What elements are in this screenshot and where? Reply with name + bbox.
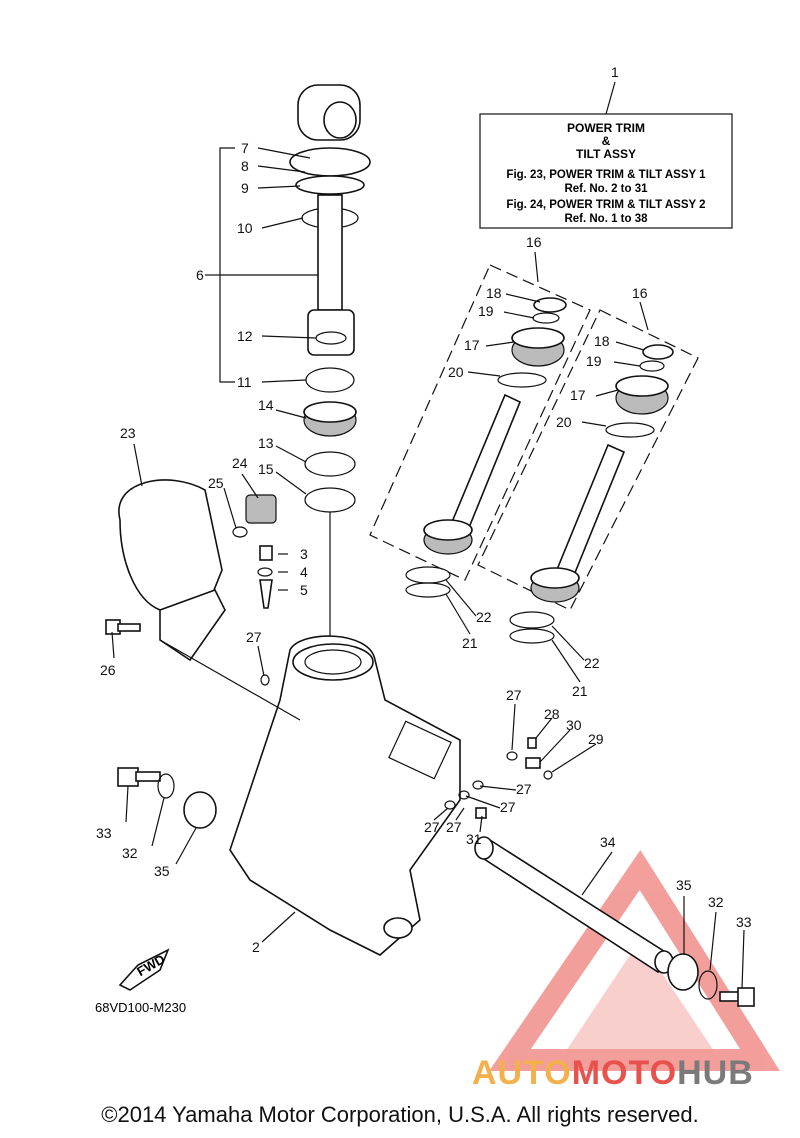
callout-19b: 19: [586, 353, 602, 369]
callout-33a: 33: [96, 825, 112, 841]
callout-1: 1: [611, 64, 619, 80]
note-line-7: Ref. No. 1 to 38: [564, 213, 648, 225]
callout-15: 15: [258, 461, 274, 477]
note-line-2: &: [602, 134, 611, 148]
callout-25: 25: [208, 475, 224, 491]
callout-22a: 22: [476, 609, 492, 625]
callout-labels: 1 7 8 9 10 6 12 11 14 13 15 23 24 25 3 4…: [96, 64, 752, 955]
callout-17a: 17: [464, 337, 480, 353]
callout-27c: 27: [516, 781, 532, 797]
callout-8: 8: [241, 158, 249, 174]
callout-27d: 27: [500, 799, 516, 815]
callout-2: 2: [252, 939, 260, 955]
callout-6: 6: [196, 267, 204, 283]
callout-16b: 16: [632, 285, 648, 301]
callout-29: 29: [588, 731, 604, 747]
fwd-arrow-icon: FWD: [118, 948, 170, 991]
callout-11: 11: [237, 374, 252, 390]
callout-34: 34: [600, 834, 616, 850]
callout-21b: 21: [572, 683, 588, 699]
motor-cover: [118, 479, 226, 662]
seals-21-22: [405, 566, 555, 644]
callout-14: 14: [258, 397, 274, 413]
callout-32b: 32: [708, 894, 724, 910]
bracket-6: [205, 147, 320, 383]
callout-17b: 17: [570, 387, 586, 403]
watermark-part-1: AUTO: [472, 1054, 572, 1092]
diagram-code: 68VD100-M230: [95, 1000, 186, 1015]
diagram-svg: POWER TRIM & TILT ASSY Fig. 23, POWER TR…: [95, 64, 780, 1071]
callout-13: 13: [258, 435, 274, 451]
callout-24: 24: [232, 455, 248, 471]
callout-27b: 27: [506, 687, 522, 703]
callout-3: 3: [300, 546, 308, 562]
tilt-rod: [289, 84, 371, 640]
callout-4: 4: [300, 564, 308, 580]
callout-30: 30: [566, 717, 582, 733]
callout-18b: 18: [594, 333, 610, 349]
callout-35b: 35: [676, 877, 692, 893]
callout-21a: 21: [462, 635, 478, 651]
callout-31: 31: [466, 831, 482, 847]
copyright-footer: ©2014 Yamaha Motor Corporation, U.S.A. A…: [101, 1102, 699, 1127]
note-line-6: Fig. 24, POWER TRIM & TILT ASSY 2: [506, 199, 705, 211]
callout-5: 5: [300, 582, 308, 598]
callout-16a: 16: [526, 234, 542, 250]
callout-23: 23: [120, 425, 136, 441]
cylinder-group-right: [477, 309, 699, 611]
callout-10: 10: [237, 220, 253, 236]
callout-7: 7: [241, 140, 249, 156]
note-box: POWER TRIM & TILT ASSY Fig. 23, POWER TR…: [479, 81, 733, 229]
callout-28: 28: [544, 706, 560, 722]
callout-9: 9: [241, 180, 249, 196]
callout-12: 12: [237, 328, 253, 344]
note-line-5: Ref. No. 2 to 31: [564, 183, 648, 195]
shaft-assembly: [474, 836, 755, 1007]
callout-22b: 22: [584, 655, 600, 671]
callout-26: 26: [100, 662, 116, 678]
note-line-1: POWER TRIM: [567, 121, 645, 135]
callout-32a: 32: [122, 845, 138, 861]
note-line-4: Fig. 23, POWER TRIM & TILT ASSY 1: [506, 169, 706, 181]
callout-20a: 20: [448, 364, 464, 380]
callout-19a: 19: [478, 303, 494, 319]
cylinder-group-left: [369, 264, 591, 581]
watermark-part-2: MOTO: [571, 1054, 678, 1092]
callout-20b: 20: [556, 414, 572, 430]
watermark-text: AUTOMOTOHUB: [472, 1054, 754, 1093]
callout-27e: 27: [424, 819, 440, 835]
callout-35a: 35: [154, 863, 170, 879]
callout-18a: 18: [486, 285, 502, 301]
leader-lines: [111, 147, 745, 989]
left-fasteners: [105, 619, 217, 829]
callout-33b: 33: [736, 914, 752, 930]
note-line-3: TILT ASSY: [576, 147, 636, 161]
small-parts: [232, 494, 277, 609]
watermark-logo-icon: [489, 849, 780, 1071]
small-parts-right: [260, 674, 553, 819]
housing: [159, 635, 461, 956]
callout-27a: 27: [246, 629, 262, 645]
callout-27f: 27: [446, 819, 462, 835]
watermark-part-3: HUB: [677, 1054, 754, 1092]
